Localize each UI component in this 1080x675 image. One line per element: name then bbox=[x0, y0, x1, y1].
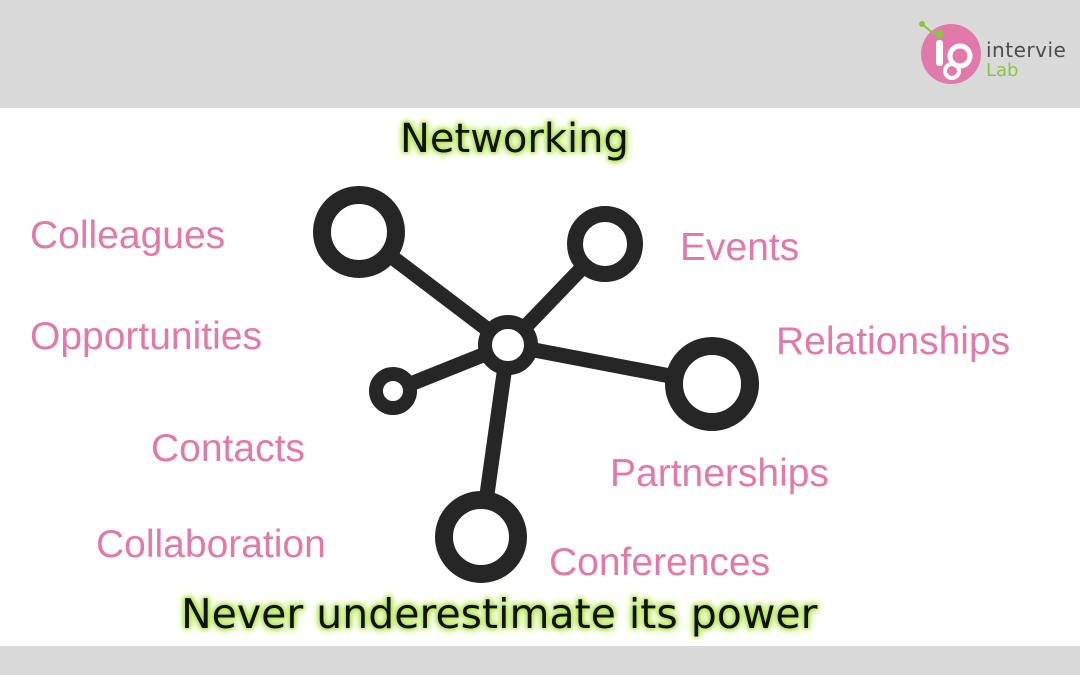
word-contacts: Contacts bbox=[151, 427, 305, 470]
network-node-large-left bbox=[313, 186, 405, 278]
word-opportunities: Opportunities bbox=[30, 315, 262, 358]
tagline: Never underestimate its power bbox=[181, 590, 818, 638]
interview-lab-logo: intervie Lab bbox=[914, 16, 1080, 88]
network-node-right bbox=[665, 337, 759, 431]
logo-word-lab: Lab bbox=[986, 60, 1019, 81]
word-conferences: Conferences bbox=[549, 541, 771, 584]
logo-mark-icon bbox=[919, 21, 981, 84]
logo-word-interview: intervie bbox=[986, 38, 1067, 62]
word-partnerships: Partnerships bbox=[610, 452, 829, 495]
network-node-center bbox=[478, 315, 538, 375]
network-node-top-right bbox=[567, 206, 643, 282]
word-relationships: Relationships bbox=[776, 320, 1011, 363]
word-events: Events bbox=[680, 226, 800, 269]
network-node-small-left bbox=[369, 367, 417, 415]
header-band bbox=[0, 0, 1080, 108]
footer-band bbox=[0, 646, 1080, 675]
page-title: Networking bbox=[400, 116, 629, 162]
word-colleagues: Colleagues bbox=[30, 214, 226, 257]
network-node-bottom bbox=[435, 491, 527, 583]
word-collaboration: Collaboration bbox=[96, 523, 326, 566]
